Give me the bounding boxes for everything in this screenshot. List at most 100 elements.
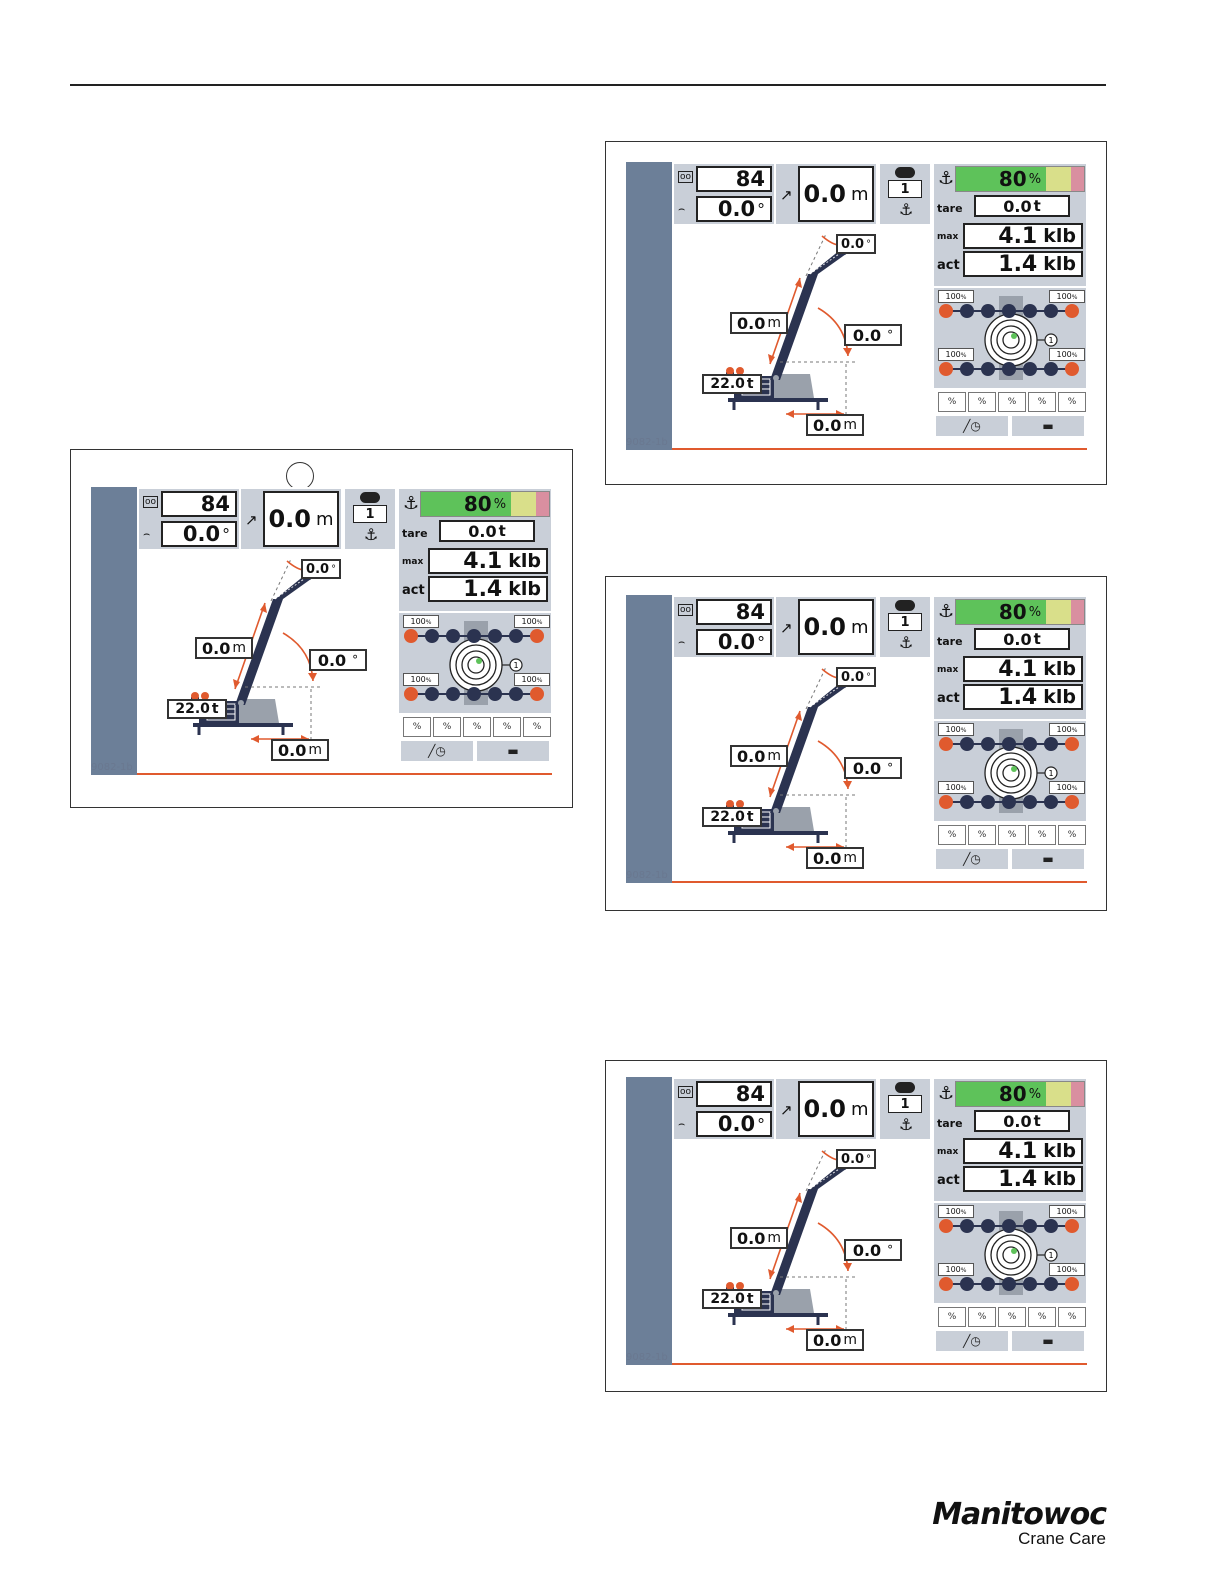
counter-icon: oo xyxy=(143,496,159,508)
figure-code: 9082-1b xyxy=(626,1352,668,1363)
softkey-2[interactable]: % xyxy=(968,1307,996,1327)
softkey-2[interactable]: % xyxy=(968,392,996,412)
function-key-menu[interactable]: ▬ xyxy=(1012,849,1084,869)
outrigger-pad xyxy=(981,1277,995,1291)
outrigger-pad xyxy=(939,737,953,751)
counter-value: 84 xyxy=(696,1081,772,1107)
hook-icon: ⚓ xyxy=(899,200,914,219)
boom-angle-label: 0.0° xyxy=(844,1239,902,1261)
softkey-1[interactable]: % xyxy=(938,1307,966,1327)
outrigger-percent: 100% xyxy=(1049,1205,1085,1218)
outrigger-percent: 100% xyxy=(1049,781,1085,794)
outrigger-pad xyxy=(960,362,974,376)
hoist-indicator-icon xyxy=(895,167,915,178)
outrigger-percent: 100% xyxy=(938,723,974,736)
function-key-boom[interactable]: ╱◷ xyxy=(936,1331,1008,1351)
outrigger-pad xyxy=(960,1277,974,1291)
act-label: act xyxy=(937,258,960,273)
function-key-boom[interactable]: ╱◷ xyxy=(936,849,1008,869)
manufacturer-logo: Manitowoc Crane Care xyxy=(932,1500,1107,1548)
outrigger-pad xyxy=(446,687,460,701)
slew-icon: ⌢ xyxy=(678,1117,686,1130)
load-fill xyxy=(956,1082,1059,1106)
softkey-5[interactable]: % xyxy=(1058,392,1086,412)
function-key-boom[interactable]: ╱◷ xyxy=(401,741,473,761)
outrigger-pad xyxy=(981,362,995,376)
softkey-3[interactable]: % xyxy=(998,392,1026,412)
softkey-2[interactable]: % xyxy=(968,825,996,845)
act-label: act xyxy=(937,691,960,706)
load-percent-text: 80% xyxy=(998,1082,1042,1106)
slew-angle-value: 0.0° xyxy=(696,1111,772,1137)
radius-icon: ↗ xyxy=(780,186,793,204)
function-key-menu[interactable]: ▬ xyxy=(1012,416,1084,436)
outrigger-pad xyxy=(530,687,544,701)
softkey-5[interactable]: % xyxy=(523,717,551,737)
function-key-menu[interactable]: ▬ xyxy=(1012,1331,1084,1351)
slew-icon: ⌢ xyxy=(678,202,686,215)
outrigger-pad xyxy=(509,629,523,643)
outrigger-pad xyxy=(446,629,460,643)
level-marker: 1 xyxy=(1048,1251,1053,1260)
softkey-4[interactable]: % xyxy=(1028,825,1056,845)
softkey-5[interactable]: % xyxy=(1058,1307,1086,1327)
softkey-1[interactable]: % xyxy=(938,392,966,412)
counter-value: 84 xyxy=(696,166,772,192)
outrigger-pad xyxy=(960,1219,974,1233)
softkey-1[interactable]: % xyxy=(938,825,966,845)
outrigger-pad xyxy=(1065,362,1079,376)
outrigger-percent: 100% xyxy=(403,673,439,686)
softkey-3[interactable]: % xyxy=(998,825,1026,845)
outrigger-pad xyxy=(1002,737,1016,751)
level-marker: 1 xyxy=(513,661,518,670)
hoist-indicator-icon xyxy=(360,492,380,503)
screen-sidebar xyxy=(626,1077,672,1365)
tare-label: tare xyxy=(937,202,963,215)
outrigger-pad xyxy=(1023,304,1037,318)
softkey-1[interactable]: % xyxy=(403,717,431,737)
jib-angle-label: 0.0° xyxy=(836,234,876,254)
max-label: max xyxy=(937,1147,959,1157)
counter-value: 84 xyxy=(161,491,237,517)
counter-value: 84 xyxy=(696,599,772,625)
softkey-2[interactable]: % xyxy=(433,717,461,737)
screen-baseline xyxy=(672,1363,1087,1365)
softkey-4[interactable]: % xyxy=(1028,392,1056,412)
outrigger-pad xyxy=(981,304,995,318)
softkey-3[interactable]: % xyxy=(998,1307,1026,1327)
softkey-4[interactable]: % xyxy=(493,717,521,737)
outrigger-pad xyxy=(1023,1219,1037,1233)
screen-baseline xyxy=(672,881,1087,883)
outrigger-pad xyxy=(1002,304,1016,318)
boom-angle-label: 0.0° xyxy=(844,324,902,346)
outrigger-percent: 100% xyxy=(1049,290,1085,303)
outrigger-pad xyxy=(939,304,953,318)
hoist-number: 1 xyxy=(888,613,922,631)
softkey-3[interactable]: % xyxy=(463,717,491,737)
outrigger-pad xyxy=(467,629,481,643)
hook-icon: ⚓ xyxy=(899,1115,914,1134)
level-marker: 1 xyxy=(1048,769,1053,778)
outrigger-pad xyxy=(981,737,995,751)
outrigger-pad xyxy=(960,737,974,751)
function-key-menu[interactable]: ▬ xyxy=(477,741,549,761)
function-key-boom[interactable]: ╱◷ xyxy=(936,416,1008,436)
softkey-4[interactable]: % xyxy=(1028,1307,1056,1327)
outrigger-pad xyxy=(1002,1277,1016,1291)
outrigger-pad xyxy=(939,1277,953,1291)
screen-baseline xyxy=(672,448,1087,450)
softkey-5[interactable]: % xyxy=(1058,825,1086,845)
